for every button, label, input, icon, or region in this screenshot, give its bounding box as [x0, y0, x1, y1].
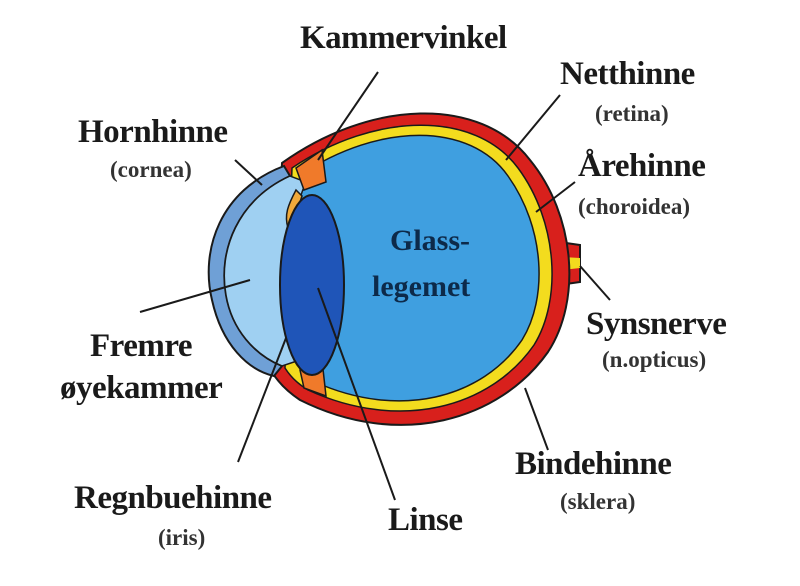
leader-linse: [317, 287, 396, 501]
label-regnbuehinne: Regnbuehinne: [74, 480, 272, 516]
label-hornhinne-latin: (cornea): [110, 157, 192, 182]
label-regnbuehinne-latin: (iris): [158, 525, 206, 550]
leader-synsnerve: [579, 265, 611, 301]
label-fremre-line1: Fremre: [90, 328, 193, 364]
label-arehinne: Årehinne: [578, 148, 706, 184]
label-netthinne: Netthinne: [560, 56, 695, 92]
label-arehinne-latin: (choroidea): [578, 194, 691, 219]
label-bindehinne: Bindehinne: [515, 446, 672, 482]
label-kammervinkel: Kammervinkel: [300, 20, 507, 56]
label-hornhinne: Hornhinne: [78, 114, 228, 150]
leader-kammervinkel: [317, 71, 379, 161]
label-glass-line2: legemet: [372, 270, 471, 303]
label-glass-line1: Glass-: [390, 224, 471, 257]
label-bindehinne-latin: (sklera): [560, 489, 636, 514]
label-fremre-line2: øyekammer: [60, 370, 223, 406]
label-synsnerve: Synsnerve: [586, 306, 727, 342]
label-linse: Linse: [388, 502, 463, 538]
leader-regnbuehinne: [237, 337, 287, 463]
label-netthinne-latin: (retina): [595, 101, 669, 126]
leader-bindehinne: [524, 387, 549, 451]
leader-arehinne: [535, 181, 576, 213]
leader-lines: [139, 71, 611, 501]
label-synsnerve-latin: (n.opticus): [602, 347, 707, 372]
leader-hornhinne: [234, 159, 263, 186]
lens: [279, 194, 345, 376]
leader-fremre: [139, 279, 251, 313]
leader-netthinne: [505, 94, 561, 161]
